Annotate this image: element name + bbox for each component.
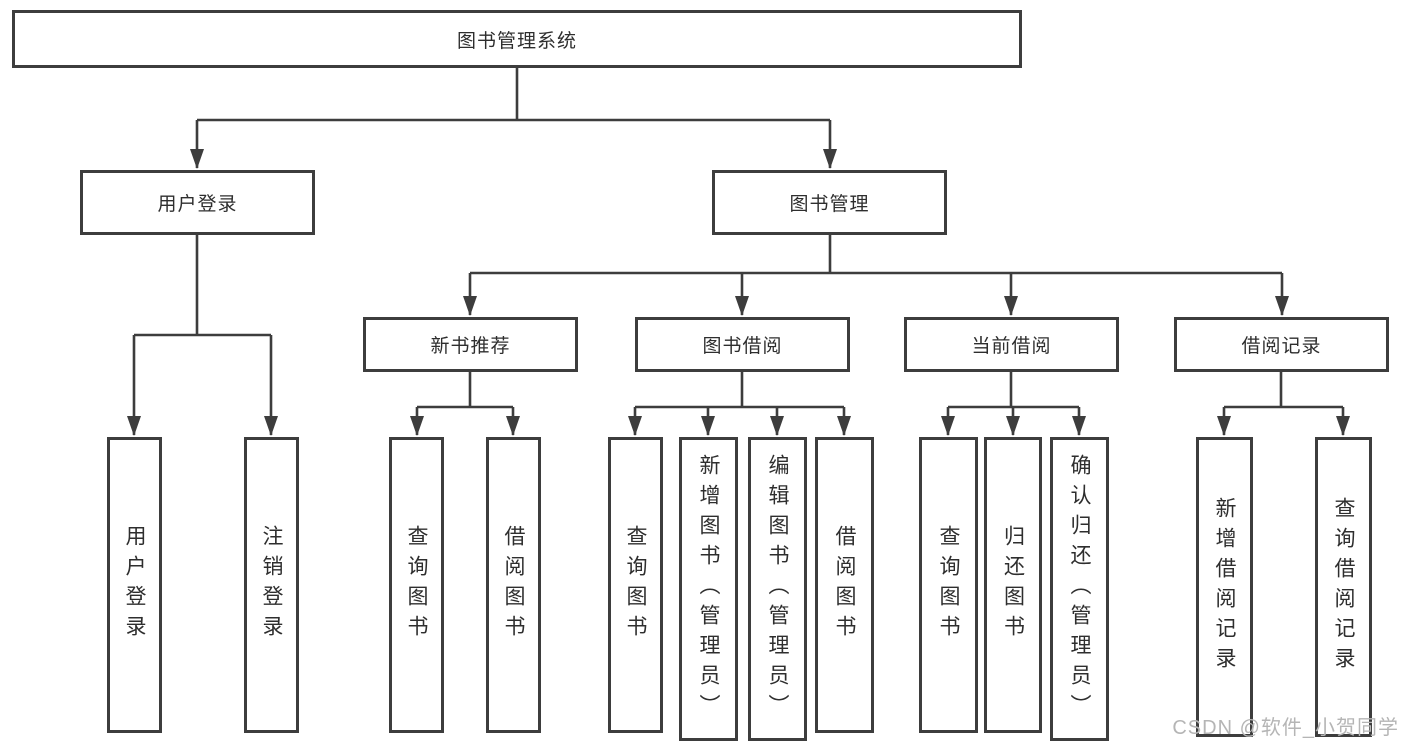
leaf-user-login-label: 用户登录 xyxy=(123,525,146,645)
leaf-logout-label: 注销登录 xyxy=(260,525,283,645)
leaf-query-borrow-record: 查询借阅记录 xyxy=(1315,437,1372,737)
leaf-borrow-books-recommend-label: 借阅图书 xyxy=(502,525,525,645)
leaf-query-books-recommend-label: 查询图书 xyxy=(405,525,428,645)
leaf-query-books-recommend: 查询图书 xyxy=(389,437,444,733)
node-book-borrowing-label: 图书借阅 xyxy=(702,336,783,357)
leaf-borrow-books: 借阅图书 xyxy=(815,437,874,733)
leaf-query-borrow-record-label: 查询借阅记录 xyxy=(1332,497,1355,677)
node-borrowing-records-label: 借阅记录 xyxy=(1241,336,1322,357)
leaf-return-books: 归还图书 xyxy=(984,437,1042,733)
leaf-query-books-current-label: 查询图书 xyxy=(937,525,960,645)
node-user-login-label: 用户登录 xyxy=(157,194,238,215)
node-book-management: 图书管理 xyxy=(712,170,947,235)
leaf-user-login: 用户登录 xyxy=(107,437,162,733)
leaf-add-borrow-record-label: 新增借阅记录 xyxy=(1213,497,1236,677)
leaf-logout: 注销登录 xyxy=(244,437,299,733)
leaf-add-books-admin: 新增图书（管理员） xyxy=(679,437,738,741)
leaf-edit-books-admin: 编辑图书（管理员） xyxy=(748,437,807,741)
csdn-watermark: CSDN @软件_小贺同学 xyxy=(1172,717,1399,739)
node-new-book-recommend-label: 新书推荐 xyxy=(430,336,511,357)
leaf-add-books-admin-label: 新增图书（管理员） xyxy=(697,454,720,724)
leaf-edit-books-admin-label: 编辑图书（管理员） xyxy=(766,454,789,724)
leaf-query-books-current: 查询图书 xyxy=(919,437,978,733)
node-new-book-recommend: 新书推荐 xyxy=(363,317,578,372)
node-root: 图书管理系统 xyxy=(12,10,1022,68)
leaf-borrow-books-recommend: 借阅图书 xyxy=(486,437,541,733)
node-current-borrowing-label: 当前借阅 xyxy=(971,336,1052,357)
node-borrowing-records: 借阅记录 xyxy=(1174,317,1389,372)
leaf-confirm-return-admin: 确认归还（管理员） xyxy=(1050,437,1109,741)
leaf-borrow-books-label: 借阅图书 xyxy=(833,525,856,645)
leaf-query-books-borrow-label: 查询图书 xyxy=(624,525,647,645)
node-book-management-label: 图书管理 xyxy=(789,194,870,215)
node-book-borrowing: 图书借阅 xyxy=(635,317,850,372)
node-user-login: 用户登录 xyxy=(80,170,315,235)
node-root-label: 图书管理系统 xyxy=(456,30,577,52)
node-current-borrowing: 当前借阅 xyxy=(904,317,1119,372)
leaf-query-books-borrow: 查询图书 xyxy=(608,437,663,733)
leaf-confirm-return-admin-label: 确认归还（管理员） xyxy=(1068,454,1091,724)
leaf-return-books-label: 归还图书 xyxy=(1001,525,1025,645)
leaf-add-borrow-record: 新增借阅记录 xyxy=(1196,437,1253,737)
